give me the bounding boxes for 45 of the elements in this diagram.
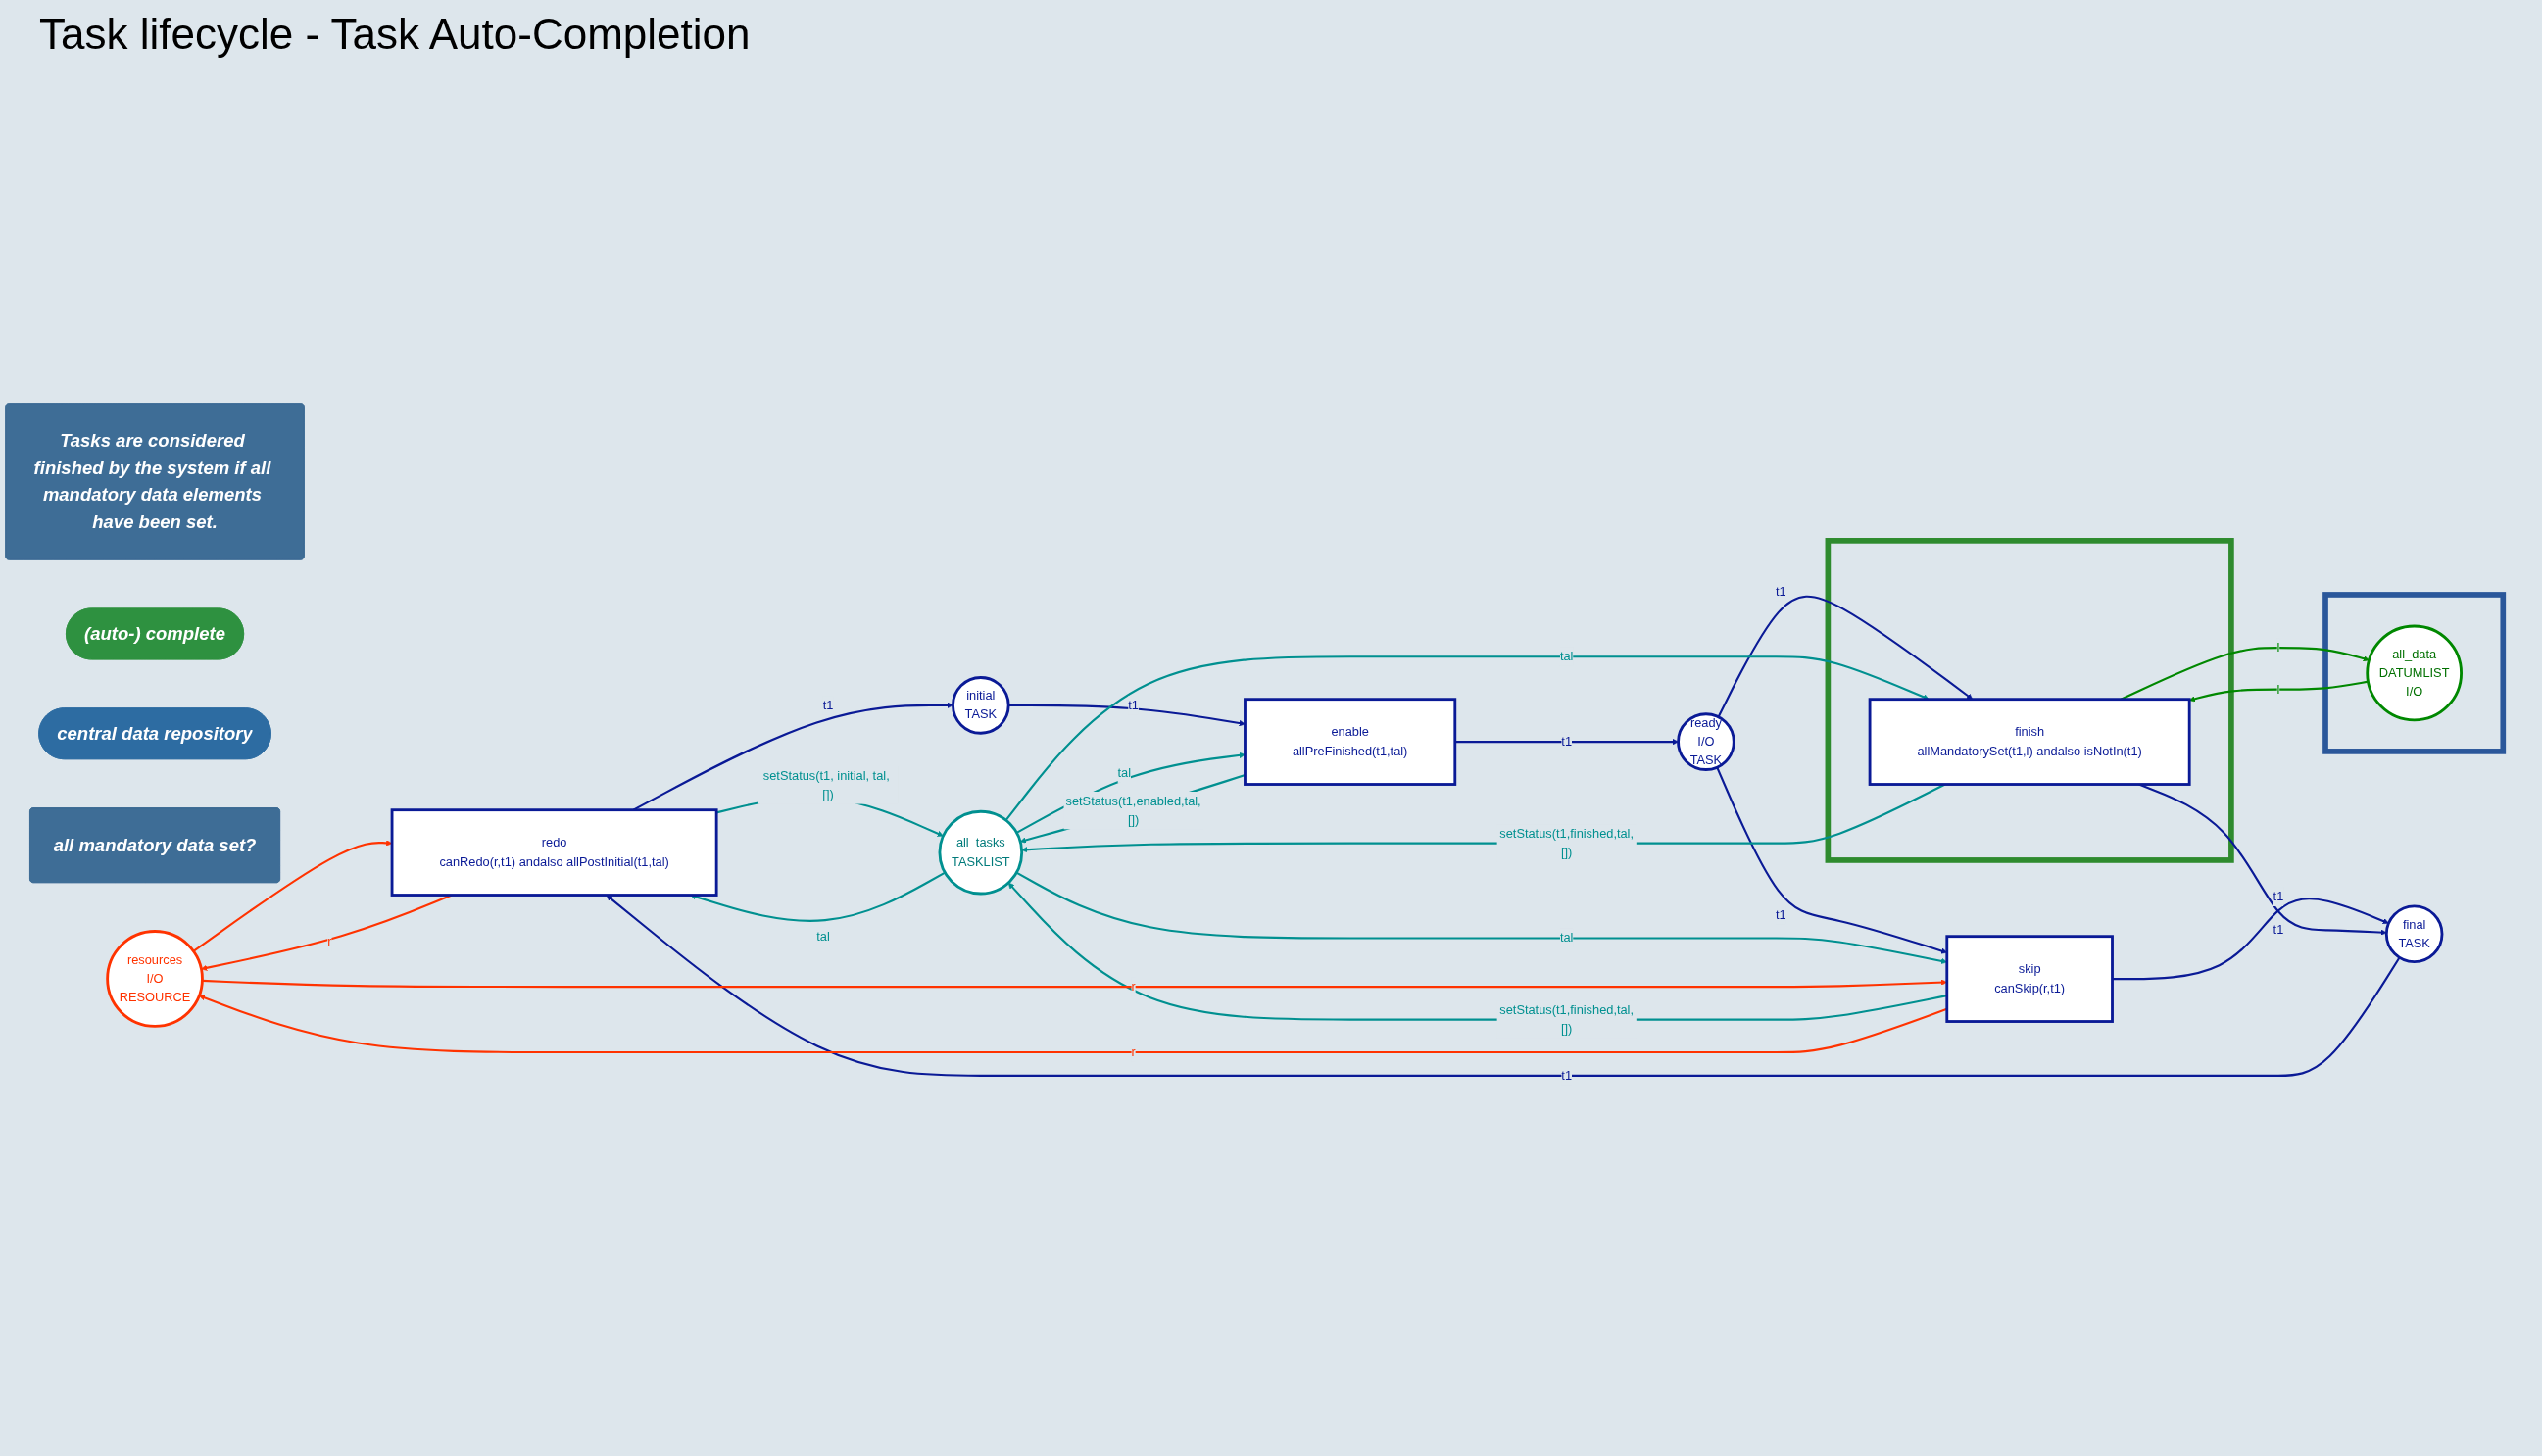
node-circle: ready I/O TASK (1677, 712, 1735, 772)
arrow (2188, 680, 2369, 703)
edge-label: tal (1559, 931, 1574, 946)
node-box: enable allPreFinished(t1,tal) (1244, 698, 1457, 787)
edge-label: t1 (2273, 890, 2284, 904)
arrow (1008, 704, 1246, 727)
cluster (1825, 538, 2234, 864)
arrow (2120, 647, 2370, 702)
arrow (606, 895, 2401, 1078)
cluster (2322, 592, 2507, 755)
edge-label: t1 (2273, 922, 2284, 938)
node-circle: resources I/O RESOURCE (106, 930, 204, 1029)
arrow (1004, 655, 1930, 822)
node-box: redo canRedo(r,t1) andalso allPostInitial(t1,tal) (390, 808, 718, 898)
arrow (1454, 739, 1679, 746)
edge-label: r (327, 935, 332, 949)
node-circle: all_tasks TASKLIST (938, 810, 1024, 896)
node-circle: all_data DATUMLIST I/O (2366, 624, 2463, 722)
node-box: skip canSkip(r,t1) (1945, 935, 2114, 1024)
edge-label: t1 (822, 698, 834, 713)
diagram-title: Task lifecycle - Task Auto-Completion (39, 10, 752, 59)
edge-label: t1 (1775, 907, 1786, 922)
arrow (192, 840, 393, 953)
edge-label: t1 (1561, 735, 1573, 750)
arrow (2112, 898, 2389, 981)
edge-label: tal (816, 929, 830, 945)
edge-label: tal (1117, 766, 1132, 781)
edge-label: t1 (1128, 698, 1139, 713)
edge-label: l (2276, 682, 2280, 697)
edge-label: setStatus(t1,finished,tal,[]) (1499, 1002, 1635, 1037)
edge-label: l (2276, 641, 2280, 655)
arrow (690, 872, 946, 923)
edge-label: setStatus(t1,finished,tal,[]) (1499, 827, 1635, 860)
edge-label: r (1131, 1044, 1136, 1060)
node-box: finish allMandatorySet(t1,l) andalso isNotIn(t1) (1868, 698, 2191, 787)
edge-label: t1 (1561, 1068, 1573, 1084)
edge-label: r (1131, 980, 1136, 995)
edge-label: setStatus(t1, initial, tal, []) (762, 768, 890, 802)
edge-label: tal (1559, 650, 1574, 664)
edge-label: t1 (1775, 584, 1786, 599)
node-circle: initial TASK (952, 676, 1010, 736)
arrow (1717, 596, 1974, 718)
node-circle: final TASK (2384, 904, 2444, 964)
edge-label: setStatus(t1,enabled,tal,[]) (1065, 794, 1201, 827)
arrow (1007, 883, 1947, 1022)
